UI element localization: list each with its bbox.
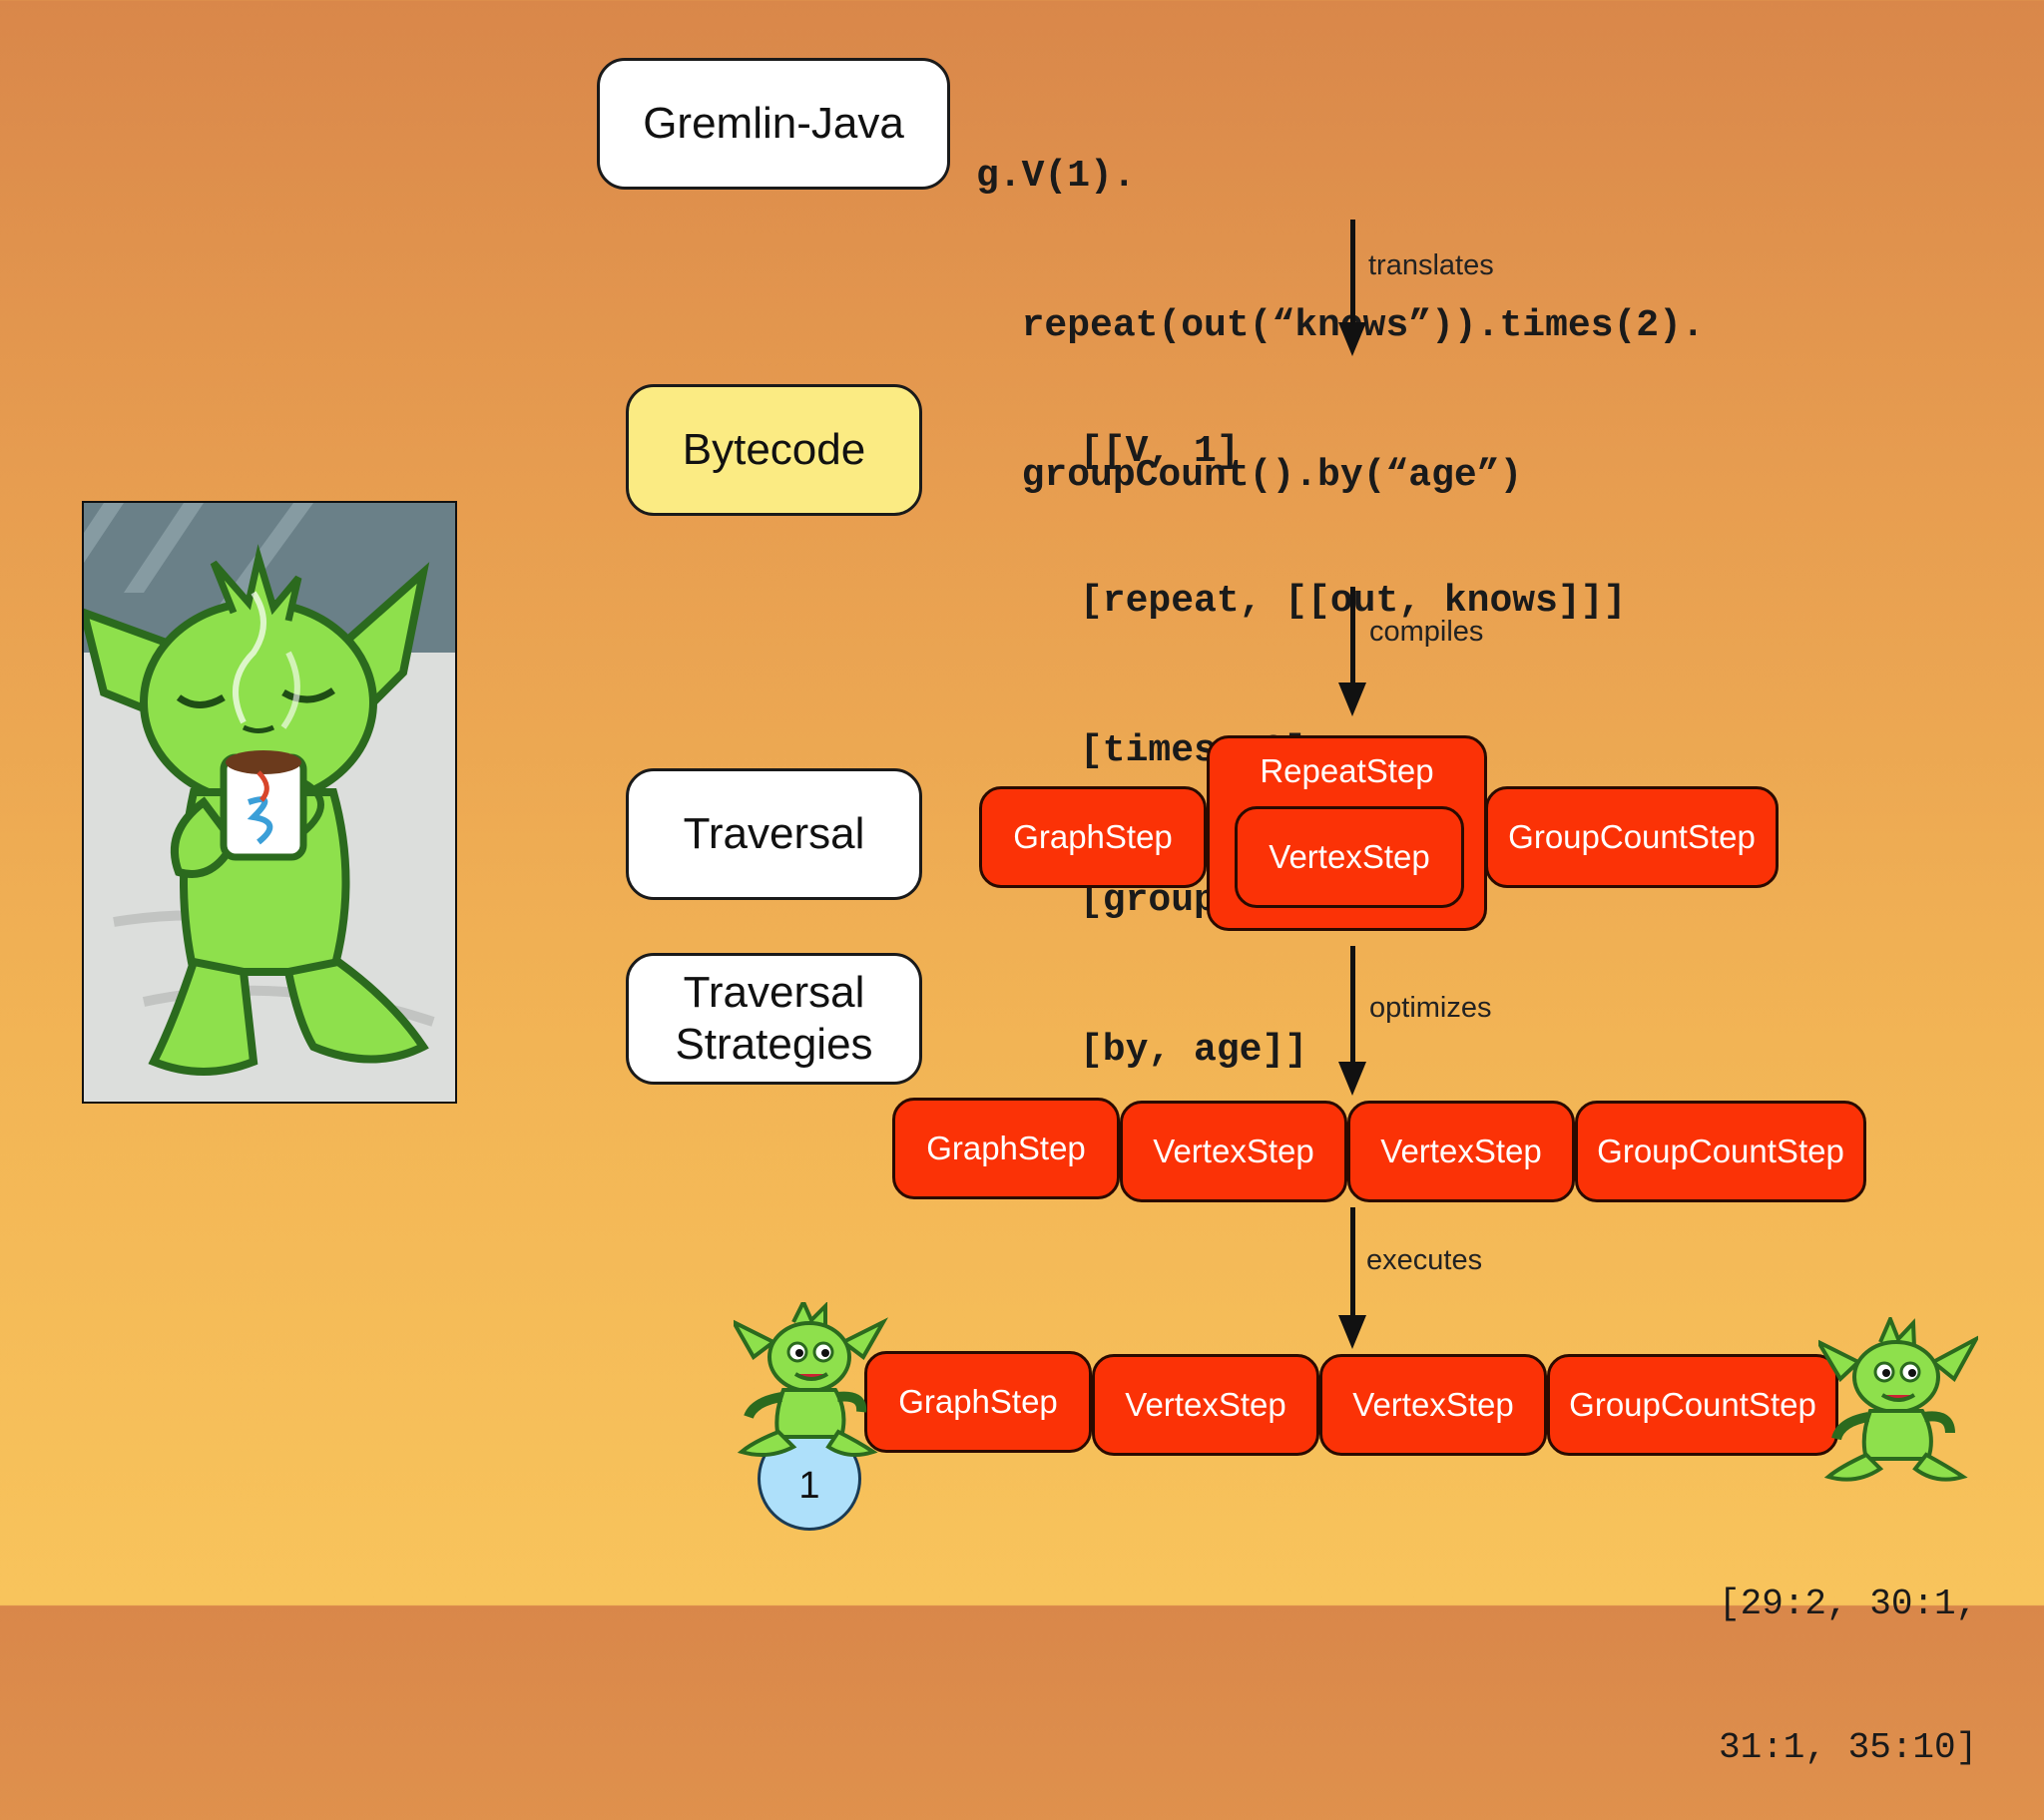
vertex-step-nested: VertexStep — [1235, 806, 1464, 908]
strategies-label-line2: Strategies — [675, 1020, 873, 1069]
step-label: VertexStep — [1125, 1386, 1286, 1423]
group-count-step-label: GroupCountStep — [1508, 818, 1756, 855]
bytecode-line: [by, age]] — [1080, 1029, 1308, 1072]
bytecode-label: Bytecode — [682, 425, 866, 475]
optimized-group-count-step: GroupCountStep — [1575, 1101, 1866, 1202]
executed-vertex-step-1: VertexStep — [1092, 1354, 1319, 1456]
executed-group-count-step: GroupCountStep — [1547, 1354, 1838, 1456]
optimizes-label: optimizes — [1369, 992, 1492, 1024]
compiles-label: compiles — [1369, 616, 1484, 648]
translates-arrow — [1338, 220, 1366, 356]
executes-arrow — [1338, 1207, 1366, 1349]
gremlin-java-label: Gremlin-Java — [643, 99, 904, 149]
optimized-graph-step: GraphStep — [892, 1098, 1120, 1199]
gremlin-mascot-right — [1818, 1317, 1978, 1482]
executed-vertex-step-2: VertexStep — [1319, 1354, 1547, 1456]
gremlin-mascot-left — [734, 1302, 888, 1458]
traversal-label: Traversal — [683, 809, 865, 859]
step-label: VertexStep — [1352, 1386, 1514, 1423]
step-label: GroupCountStep — [1597, 1133, 1844, 1169]
result-line: 31:1, 35:10] — [1719, 1727, 1978, 1768]
graph-step: GraphStep — [979, 786, 1207, 888]
graph-step-label: GraphStep — [1013, 818, 1173, 855]
traversal-strategies-box: Traversal Strategies — [626, 953, 922, 1085]
executes-label: executes — [1366, 1244, 1483, 1276]
gremlin-java-box: Gremlin-Java — [597, 58, 950, 190]
optimized-vertex-step-1: VertexStep — [1120, 1101, 1347, 1202]
bytecode-box: Bytecode — [626, 384, 922, 516]
group-count-step: GroupCountStep — [1485, 786, 1779, 888]
result-output: [29:2, 30:1, 31:1, 35:10] — [1719, 1485, 1977, 1820]
optimizes-arrow — [1338, 946, 1366, 1096]
gremlin-code-line: groupCount().by(“age”) — [976, 454, 1523, 497]
optimized-vertex-step-2: VertexStep — [1347, 1101, 1575, 1202]
gremlin-coffee-illustration — [82, 501, 457, 1104]
step-label: VertexStep — [1380, 1133, 1542, 1169]
translates-label: translates — [1368, 249, 1494, 281]
input-value: 1 — [798, 1464, 820, 1507]
strategies-label-line1: Traversal — [683, 968, 865, 1018]
step-label: VertexStep — [1153, 1133, 1314, 1169]
step-label: GraphStep — [926, 1130, 1086, 1166]
gremlin-code-line: g.V(1). — [976, 155, 1136, 198]
bytecode-line: [repeat, [[out, knows]]] — [1080, 580, 1627, 623]
bytecode-line: [[V, 1] — [1080, 430, 1240, 473]
result-line: [29:2, 30:1, — [1719, 1584, 1978, 1624]
step-label: GroupCountStep — [1569, 1386, 1816, 1423]
repeat-step-label: RepeatStep — [1260, 752, 1434, 789]
executed-graph-step: GraphStep — [864, 1351, 1092, 1453]
step-label: GraphStep — [898, 1383, 1058, 1420]
traversal-box: Traversal — [626, 768, 922, 900]
compiles-arrow — [1338, 587, 1366, 716]
vertex-step-label: VertexStep — [1269, 838, 1430, 875]
